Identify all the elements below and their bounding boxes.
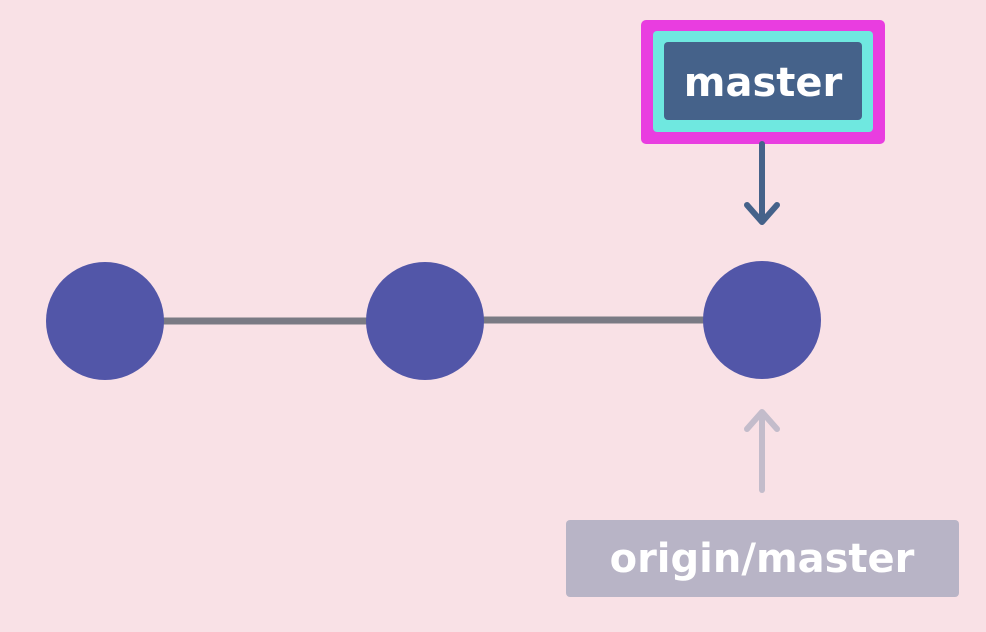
commit-node-2[interactable] [366, 262, 484, 380]
origin-master-arrow [744, 409, 780, 493]
origin-master-branch-label[interactable]: origin/master [566, 520, 959, 597]
commit-node-3[interactable] [703, 261, 821, 379]
origin-master-label-box [566, 520, 959, 597]
master-label-text: master [684, 60, 843, 106]
commit-node-1[interactable] [46, 262, 164, 380]
origin-master-label-text: origin/master [610, 536, 915, 582]
master-branch-label[interactable]: master [641, 20, 885, 144]
master-label-box [664, 42, 862, 120]
master-arrow [744, 141, 780, 225]
